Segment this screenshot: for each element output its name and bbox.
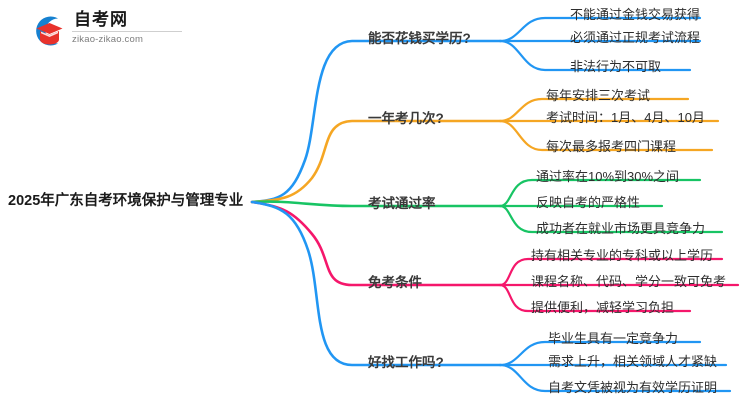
branch-node-3[interactable]: 考试通过率 [368, 196, 436, 211]
leaf-node-1-2[interactable]: 必须通过正规考试流程 [570, 30, 701, 45]
leaf-node-1-3[interactable]: 非法行为不可取 [570, 59, 662, 74]
link-root-branch-4 [250, 200, 502, 287]
graduation-cap-icon [36, 16, 63, 46]
logo-text-block: 自考网 zikao-zikao.com [72, 10, 184, 45]
leaf-node-1-1[interactable]: 不能通过金钱交易获得 [570, 7, 701, 22]
branch-node-2[interactable]: 一年考几次? [368, 111, 444, 126]
leaf-node-4-1[interactable]: 持有相关专业的专科或以上学历 [531, 248, 714, 263]
leaf-node-4-3[interactable]: 提供便利，减轻学习负担 [531, 300, 675, 315]
mindmap-root-node[interactable]: 2025年广东自考环境保护与管理专业 [8, 193, 244, 209]
leaf-node-2-2[interactable]: 考试时间：1月、4月、10月 [546, 110, 705, 125]
logo-title: 自考网 [74, 10, 128, 29]
leaf-node-2-1[interactable]: 每年安排三次考试 [546, 88, 651, 103]
link-root-branch-2 [250, 119, 502, 204]
leaf-node-3-1[interactable]: 通过率在10%到30%之间 [536, 169, 680, 184]
leaf-node-5-3[interactable]: 自考文凭被视为有效学历证明 [548, 380, 718, 395]
site-logo: 自考网 zikao-zikao.com [28, 10, 188, 52]
leaf-node-5-2[interactable]: 需求上升，相关领域人才紧缺 [548, 354, 718, 369]
branch-node-5[interactable]: 好找工作吗? [368, 355, 444, 370]
leaf-node-3-3[interactable]: 成功者在就业市场更具竞争力 [536, 221, 706, 236]
logo-subtitle: zikao-zikao.com [72, 34, 144, 45]
branch-node-1[interactable]: 能否花钱买学历? [368, 31, 471, 46]
leaf-node-2-3[interactable]: 每次最多报考四门课程 [546, 139, 677, 154]
leaf-node-3-2[interactable]: 反映自考的严格性 [536, 195, 641, 210]
leaf-node-5-1[interactable]: 毕业生具有一定竞争力 [548, 331, 679, 346]
leaf-node-4-2[interactable]: 课程名称、代码、学分一致可免考 [531, 274, 727, 289]
branch-node-4[interactable]: 免考条件 [368, 275, 422, 290]
logo-divider [72, 31, 182, 32]
